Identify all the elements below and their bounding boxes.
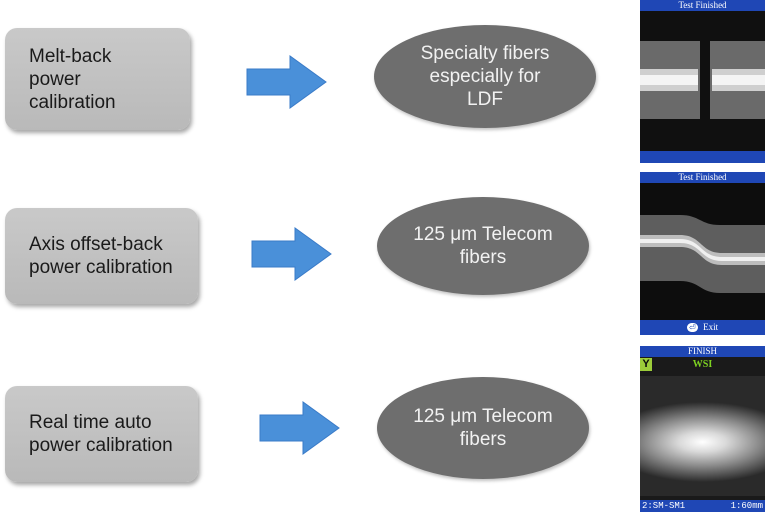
calibration-label: Real time auto power calibration [29, 412, 173, 456]
calibration-label: Melt-back power calibration [29, 45, 116, 113]
mode-label: WSI [692, 359, 713, 370]
screen-status-bar: 2:SM-SM1 1:60mm [640, 500, 765, 512]
screen-status-bar [640, 151, 765, 163]
right-arrow-icon [246, 55, 327, 109]
status-left: 2:SM-SM1 [642, 501, 686, 511]
status-right: 1:60mm [730, 501, 763, 511]
fiber-oval-telecom: 125 μm Telecom fibers [377, 377, 589, 479]
screen-footer-bar: ⏎ Exit [640, 320, 765, 335]
splicer-screen-axis-offset: Test Finished Y ⏎ Exit [640, 172, 765, 335]
fiber-label: 125 μm Telecom fibers [413, 406, 553, 450]
calibration-label: Axis offset-back power calibration [29, 234, 173, 278]
splicer-screen-real-time: FINISH Y WSI 2:SM-SM1 1:60mm [640, 346, 765, 512]
right-arrow-icon [251, 227, 332, 281]
y-axis-badge: Y [640, 358, 652, 371]
arc-glow-image [640, 376, 765, 496]
screen-title: Test Finished [640, 0, 765, 11]
screen-title: FINISH [640, 346, 765, 357]
fiber-gap-image [640, 11, 765, 151]
calibration-box-real-time: Real time auto power calibration [5, 386, 198, 482]
right-arrow-icon [259, 401, 340, 455]
calibration-box-melt-back: Melt-back power calibration [5, 28, 190, 130]
enter-icon: ⏎ [686, 323, 698, 333]
fiber-offset-image [640, 183, 765, 323]
splicer-screen-melt-back: Test Finished Y [640, 0, 765, 163]
calibration-box-axis-offset: Axis offset-back power calibration [5, 208, 198, 304]
fiber-label: 125 μm Telecom fibers [413, 224, 553, 268]
fiber-label: Specialty fibers especially for LDF [420, 43, 550, 110]
screen-title: Test Finished [640, 172, 765, 183]
fiber-oval-telecom: 125 μm Telecom fibers [377, 197, 589, 295]
exit-label: Exit [703, 322, 719, 333]
fiber-oval-specialty: Specialty fibers especially for LDF [374, 25, 596, 128]
